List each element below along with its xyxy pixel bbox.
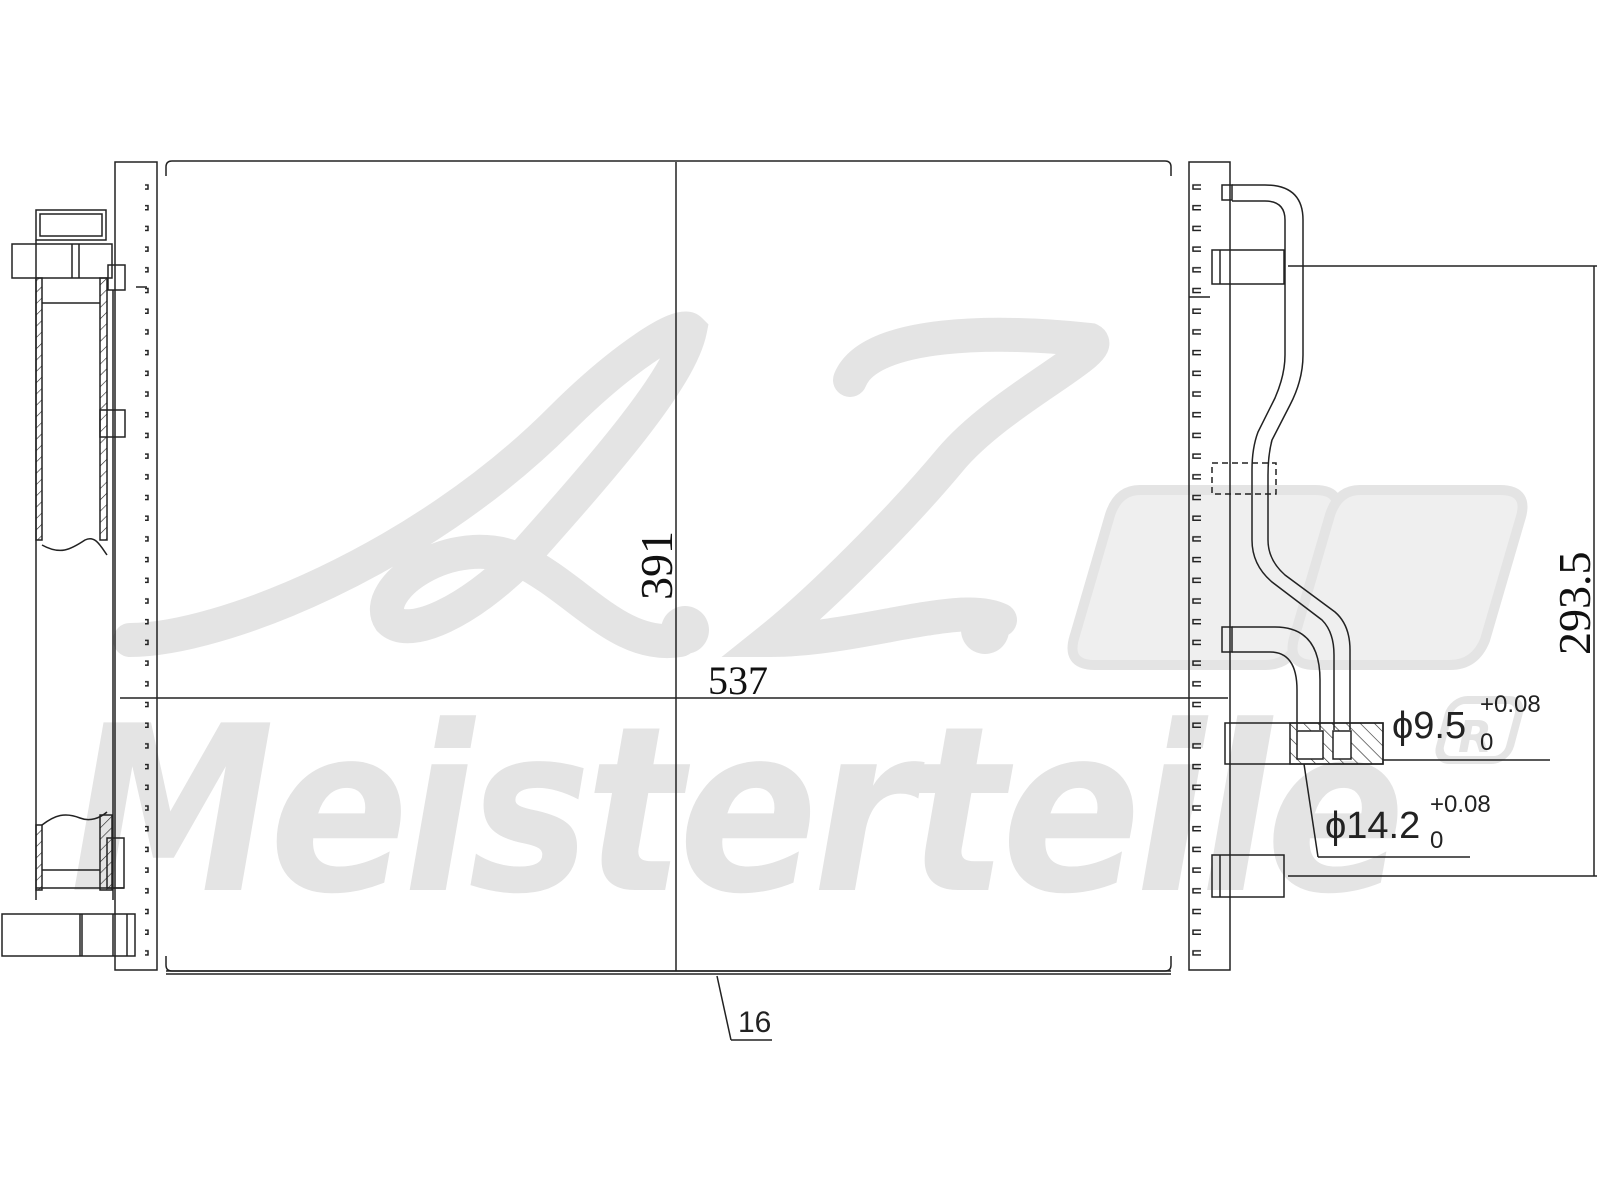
condenser-outline: [1, 160, 1597, 1041]
dim-width: 537: [708, 658, 768, 703]
watermark-logo-box-2: [1287, 485, 1528, 670]
watermark-registered-mark: R: [1458, 712, 1492, 763]
watermark-script-z: [721, 317, 1110, 658]
condenser-core: [120, 160, 1228, 975]
watermark-brand-text: Meisterteile: [70, 678, 1400, 945]
dim-mount-distance: 293.5: [1549, 552, 1600, 656]
watermark-dot-2: [961, 606, 1009, 654]
left-header-tank: [1, 209, 147, 957]
dim-port-small-diameter: ϕ9.5: [1392, 705, 1466, 747]
watermark-dot-1: [661, 606, 709, 654]
dim-port-small-tol-upper: +0.08: [1480, 691, 1541, 718]
right-pipework: [1211, 184, 1384, 898]
dimension-labels: 391 537 293.5 16 ϕ9.5 +0.08 0 ϕ14.2 +0.0…: [631, 531, 1600, 1039]
right-side-plate: [1188, 161, 1231, 971]
dim-height: 391: [631, 531, 682, 600]
dim-port-large-tol-lower: 0: [1430, 827, 1443, 854]
dimension-lines: [716, 265, 1597, 1041]
dim-port-large-diameter: ϕ14.2: [1325, 805, 1420, 847]
watermark: R Meisterteile: [70, 311, 1528, 945]
dim-port-small-tol-lower: 0: [1480, 729, 1493, 756]
left-side-plate: [114, 161, 158, 971]
dim-depth: 16: [738, 1006, 771, 1039]
watermark-script-a: [113, 311, 709, 659]
dim-port-large-tol-upper: +0.08: [1430, 791, 1491, 818]
